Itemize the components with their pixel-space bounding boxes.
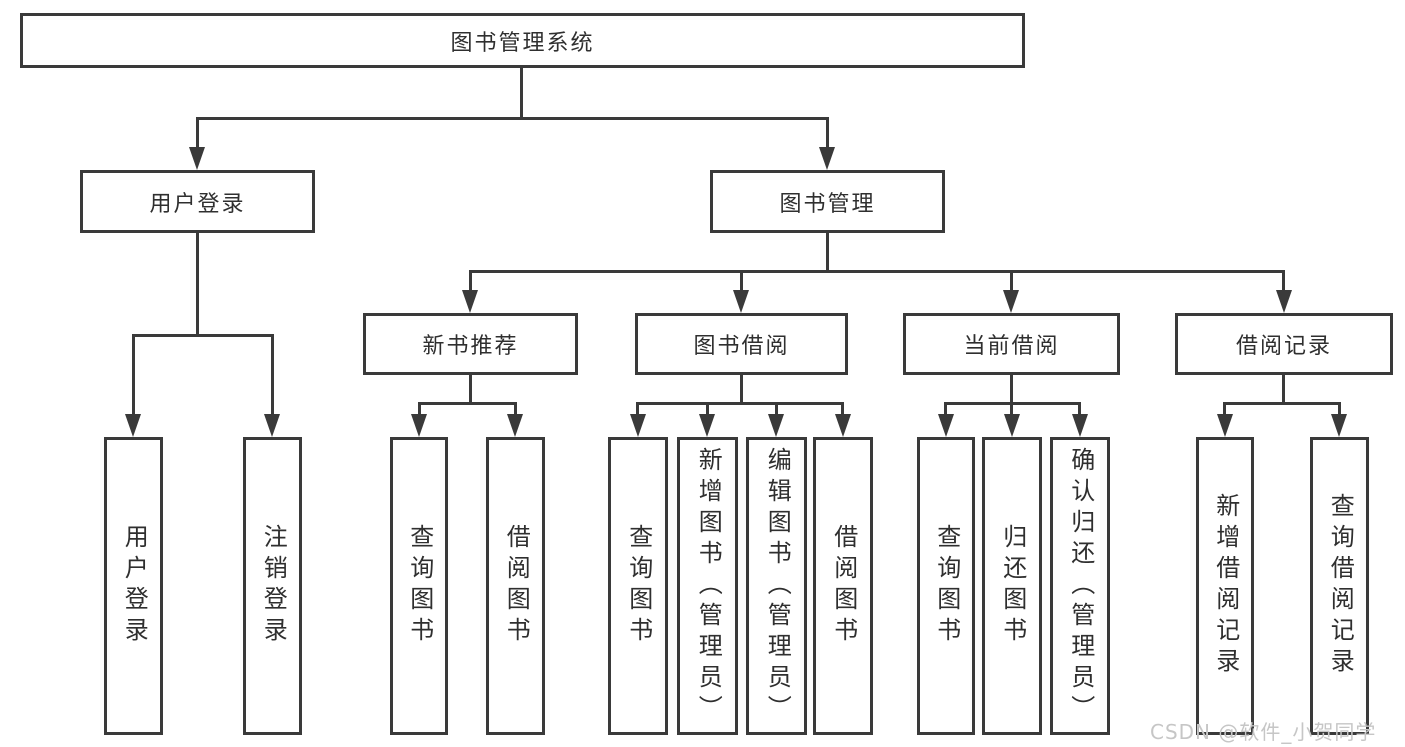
connector-line [520,68,523,118]
connector-line [1010,375,1013,404]
leaf-borrow-books-recommend: 借阅图书 [486,437,545,735]
connector-line [469,270,1285,273]
arrowhead-down-icon [938,414,954,437]
connector-line [826,233,829,272]
connector-line [944,402,947,416]
node-label: 图书管理 [779,191,876,217]
connector-line [1223,402,1226,416]
node-current-borrowing: 当前借阅 [903,313,1120,375]
node-label: 图书借阅 [693,334,790,359]
arrowhead-down-icon [835,414,851,437]
connector-line [706,402,709,416]
node-label: 借阅记录 [1235,334,1332,359]
connector-line [132,334,274,337]
node-label: 注销登录 [259,524,288,648]
node-label: 借阅图书 [829,524,858,648]
arrowhead-down-icon [1004,414,1020,437]
leaf-borrow-books: 借阅图书 [813,437,873,735]
arrowhead-down-icon [411,414,427,437]
arrowhead-down-icon [462,290,478,313]
connector-line [636,402,639,416]
leaf-add-books-admin: 新增图书（管理员） [677,437,738,735]
leaf-return-books: 归还图书 [982,437,1042,735]
arrowhead-down-icon [264,414,280,437]
csdn-watermark: CSDN @软件_小贺同学 [1150,720,1377,744]
node-label: 归还图书 [998,524,1027,648]
node-label: 新增图书（管理员） [694,446,723,726]
node-label: 新书推荐 [422,334,519,359]
connector-line [469,270,472,292]
leaf-edit-books-admin: 编辑图书（管理员） [746,437,807,735]
node-borrowing-records: 借阅记录 [1175,313,1393,375]
arrowhead-down-icon [1331,414,1347,437]
connector-line [826,117,829,149]
connector-line [132,334,135,416]
arrowhead-down-icon [189,147,205,170]
connector-line [418,402,421,416]
connector-line [1282,375,1285,404]
leaf-query-books-borrow: 查询图书 [608,437,668,735]
leaf-logout: 注销登录 [243,437,302,735]
connector-line [196,117,199,149]
node-label: 查询图书 [624,524,653,648]
arrowhead-down-icon [630,414,646,437]
node-label: 用户登录 [149,191,246,217]
connector-line [740,375,743,404]
leaf-query-books-recommend: 查询图书 [390,437,448,735]
leaf-query-books-current: 查询图书 [917,437,975,735]
connector-line [775,402,778,416]
node-library-management-system: 图书管理系统 [20,13,1025,68]
connector-line [469,375,472,404]
node-user-login: 用户登录 [80,170,315,233]
arrowhead-down-icon [507,414,523,437]
connector-line [514,402,517,416]
connector-line [1010,402,1013,416]
connector-line [841,402,844,416]
connector-line [418,402,517,405]
connector-line [1010,270,1013,292]
connector-line [1078,402,1081,416]
connector-line [271,334,274,416]
leaf-query-borrow-record: 查询借阅记录 [1310,437,1369,735]
arrowhead-down-icon [1072,414,1088,437]
arrowhead-down-icon [1217,414,1233,437]
node-label: 查询图书 [405,524,434,648]
arrowhead-down-icon [733,290,749,313]
arrowhead-down-icon [699,414,715,437]
node-book-management: 图书管理 [710,170,945,233]
node-label: 新增借阅记录 [1211,493,1240,679]
node-new-book-recommend: 新书推荐 [363,313,578,375]
arrowhead-down-icon [819,147,835,170]
leaf-confirm-return-admin: 确认归还（管理员） [1050,437,1110,735]
connector-line [196,117,829,120]
connector-line [1223,402,1341,405]
node-label: 查询图书 [932,524,961,648]
node-label: 用户登录 [120,524,149,648]
connector-line [196,233,199,336]
arrowhead-down-icon [1276,290,1292,313]
leaf-user-login: 用户登录 [104,437,163,735]
connector-line [1282,270,1285,292]
node-label: 借阅图书 [502,524,531,648]
connector-line [636,402,844,405]
leaf-add-borrow-record: 新增借阅记录 [1196,437,1254,735]
node-book-borrowing: 图书借阅 [635,313,848,375]
connector-line [740,270,743,292]
arrowhead-down-icon [1003,290,1019,313]
node-label: 查询借阅记录 [1326,493,1355,679]
node-label: 确认归还（管理员） [1066,446,1095,726]
connector-line [1338,402,1341,416]
node-label: 图书管理系统 [450,30,595,56]
arrowhead-down-icon [768,414,784,437]
node-label: 当前借阅 [963,334,1060,359]
arrowhead-down-icon [125,414,141,437]
node-label: 编辑图书（管理员） [763,446,792,726]
